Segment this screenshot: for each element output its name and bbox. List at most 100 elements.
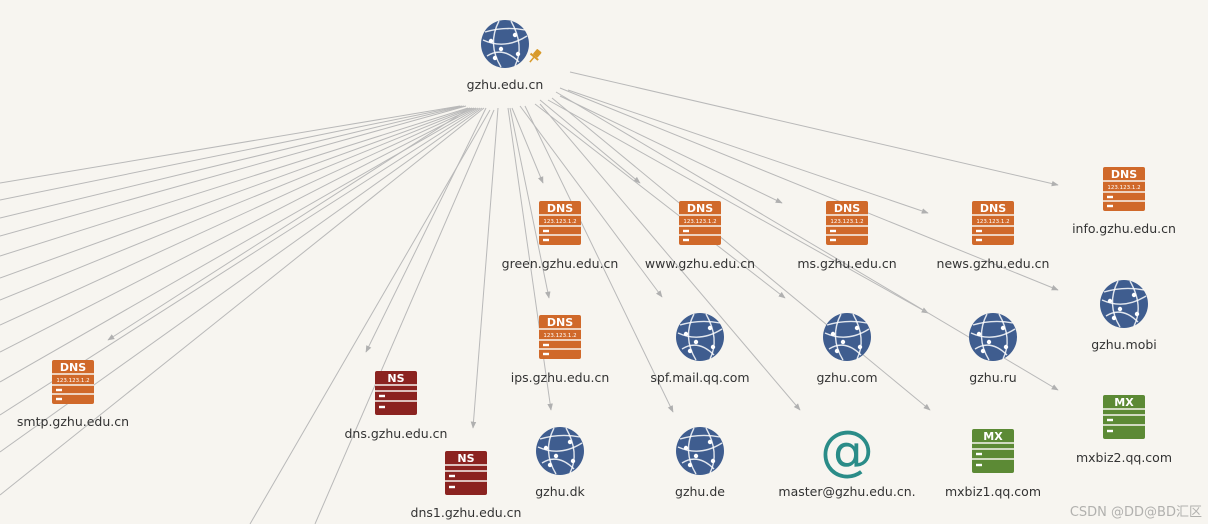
mx-server-icon: MX [1103, 395, 1145, 439]
edge-to-ms [559, 95, 783, 204]
edge-to-news [567, 89, 929, 214]
ns-server-icon: NS [375, 371, 417, 415]
badge-text: DNS [547, 202, 573, 215]
edge-to-master [539, 103, 801, 411]
edge-to-mxbiz1 [551, 97, 931, 411]
node-label: gzhu.edu.cn [467, 77, 544, 92]
dns-server-icon: DNS 123.123.1.2 [539, 315, 581, 359]
node-smtp[interactable]: DNS 123.123.1.2 smtp.gzhu.edu.cn [17, 360, 129, 429]
badge-text: NS [387, 372, 404, 385]
edge-offscreen [249, 109, 491, 524]
node-green[interactable]: DNS 123.123.1.2 green.gzhu.edu.cn [502, 201, 619, 271]
edge-to-www [539, 99, 641, 184]
badge-subtext: 123.123.1.2 [1107, 185, 1140, 191]
edge-offscreen [0, 107, 485, 496]
edge-offscreen [314, 109, 495, 524]
node-label: dns1.gzhu.edu.cn [411, 505, 522, 520]
watermark: CSDN @DD@BD汇区 [1069, 505, 1202, 520]
mx-server-icon: MX [972, 429, 1014, 473]
edge-offscreen [0, 107, 469, 257]
edge-offscreen [0, 105, 463, 201]
edge-to-dns1 [470, 107, 499, 429]
node-com[interactable]: gzhu.com [816, 313, 878, 385]
node-label: smtp.gzhu.edu.cn [17, 414, 129, 429]
edge-to-com [534, 103, 786, 299]
node-mobi[interactable]: gzhu.mobi [1091, 280, 1157, 352]
badge-subtext: 123.123.1.2 [543, 219, 576, 225]
edges-layer [0, 71, 1059, 524]
edge-offscreen [0, 107, 473, 301]
edge-offscreen [0, 105, 465, 219]
node-label: gzhu.ru [969, 370, 1016, 385]
node-label: spf.mail.qq.com [650, 370, 749, 385]
dns-server-icon: DNS 123.123.1.2 [52, 360, 94, 404]
edge-offscreen [0, 105, 467, 237]
badge-subtext: 123.123.1.2 [683, 219, 716, 225]
badge-text: DNS [687, 202, 713, 215]
dns-server-icon: DNS 123.123.1.2 [826, 201, 868, 245]
edge-to-green [511, 107, 544, 184]
node-label: dns.gzhu.edu.cn [345, 426, 448, 441]
edge-offscreen [0, 105, 461, 184]
badge-subtext: 123.123.1.2 [543, 333, 576, 339]
edge-to-dns [365, 107, 487, 353]
node-label: green.gzhu.edu.cn [502, 256, 619, 271]
node-master[interactable]: @ master@gzhu.edu.cn. [778, 419, 915, 499]
edge-to-ru [547, 99, 929, 314]
edge-to-dk [507, 107, 553, 411]
dns-server-icon: DNS 123.123.1.2 [679, 201, 721, 245]
edge-offscreen [0, 107, 477, 353]
badge-text: DNS [547, 316, 573, 329]
badge-text: DNS [834, 202, 860, 215]
ns-server-icon: NS [445, 451, 487, 495]
badge-text: DNS [1111, 168, 1137, 181]
dns-server-icon: DNS 123.123.1.2 [1103, 167, 1145, 211]
badge-subtext: 123.123.1.2 [830, 219, 863, 225]
edge-offscreen [0, 107, 471, 279]
node-spf[interactable]: spf.mail.qq.com [650, 313, 750, 385]
at-sign-icon: @ [820, 419, 874, 482]
edge-to-smtp [107, 107, 471, 341]
node-de[interactable]: gzhu.de [675, 427, 725, 499]
node-dk[interactable]: gzhu.dk [535, 427, 585, 499]
badge-text: NS [457, 452, 474, 465]
edge-to-de [524, 105, 674, 413]
badge-text: DNS [60, 361, 86, 374]
node-root[interactable]: gzhu.edu.cn [467, 20, 544, 92]
node-label: mxbiz2.qq.com [1076, 450, 1172, 465]
node-label: ms.gzhu.edu.cn [797, 256, 896, 271]
node-label: master@gzhu.edu.cn. [778, 484, 915, 499]
pin-icon [529, 49, 542, 63]
node-label: ips.gzhu.edu.cn [511, 370, 610, 385]
node-dns[interactable]: NS dns.gzhu.edu.cn [345, 371, 448, 441]
edge-to-ips [509, 107, 551, 299]
badge-text: DNS [980, 202, 1006, 215]
dns-server-icon: DNS 123.123.1.2 [539, 201, 581, 245]
edge-to-mobi [559, 87, 1059, 291]
node-ru[interactable]: gzhu.ru [969, 313, 1017, 385]
node-mxbiz2[interactable]: MX mxbiz2.qq.com [1076, 395, 1172, 465]
badge-subtext: 123.123.1.2 [56, 378, 89, 384]
edge-to-spf [519, 105, 663, 298]
node-www[interactable]: DNS 123.123.1.2 www.gzhu.edu.cn [645, 201, 755, 271]
node-label: www.gzhu.edu.cn [645, 256, 755, 271]
badge-text: MX [983, 430, 1003, 443]
node-dns1[interactable]: NS dns1.gzhu.edu.cn [411, 451, 522, 520]
edge-to-info [569, 71, 1059, 187]
node-mxbiz1[interactable]: MX mxbiz1.qq.com [945, 429, 1041, 499]
node-label: mxbiz1.qq.com [945, 484, 1041, 499]
node-info[interactable]: DNS 123.123.1.2 info.gzhu.edu.cn [1072, 167, 1176, 236]
node-ips[interactable]: DNS 123.123.1.2 ips.gzhu.edu.cn [511, 315, 610, 385]
node-label: gzhu.com [816, 370, 877, 385]
node-label: gzhu.de [675, 484, 725, 499]
node-ms[interactable]: DNS 123.123.1.2 ms.gzhu.edu.cn [797, 201, 897, 271]
node-label: gzhu.dk [535, 484, 585, 499]
node-label: news.gzhu.edu.cn [937, 256, 1050, 271]
node-label: info.gzhu.edu.cn [1072, 221, 1176, 236]
edge-offscreen [0, 107, 475, 326]
badge-text: MX [1114, 396, 1134, 409]
